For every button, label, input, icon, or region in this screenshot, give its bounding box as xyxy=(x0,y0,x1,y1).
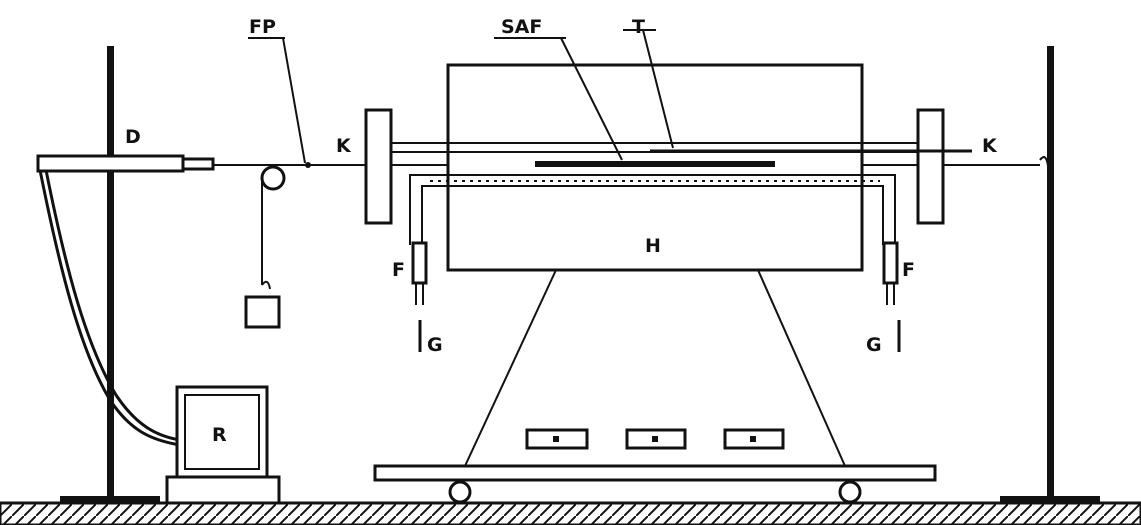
sample xyxy=(494,37,775,167)
label-d: D xyxy=(125,126,141,148)
left-clamp xyxy=(364,108,393,225)
cooling-pipes xyxy=(409,174,896,245)
furnace xyxy=(446,63,864,272)
left-gas-lines xyxy=(415,283,424,352)
label-g-left: G xyxy=(427,334,443,356)
right-flowmeter xyxy=(882,241,899,285)
recorder xyxy=(165,385,281,505)
label-f-right: F xyxy=(902,259,915,281)
left-flowmeter xyxy=(411,241,428,285)
furnace-support xyxy=(464,269,846,467)
label-k-right: K xyxy=(982,135,998,157)
right-gas-lines xyxy=(886,283,901,352)
thermocouple xyxy=(623,29,972,153)
label-g-right: G xyxy=(866,334,882,356)
label-saf: SAF xyxy=(501,16,542,38)
left-stand xyxy=(60,46,160,503)
label-k-left: K xyxy=(336,135,352,157)
fp-leader-line xyxy=(282,37,306,164)
dynamometer xyxy=(36,154,215,447)
label-fp: FP xyxy=(249,16,276,38)
label-r: R xyxy=(212,424,227,446)
fixing-point-marker xyxy=(305,162,311,168)
cart xyxy=(373,428,937,504)
pulley-weight xyxy=(244,165,286,329)
label-h: H xyxy=(645,235,661,257)
right-stand xyxy=(1000,46,1100,503)
right-clamp xyxy=(916,108,945,225)
floor xyxy=(0,501,1141,525)
label-f-left: F xyxy=(392,259,405,281)
label-t: T xyxy=(632,16,645,38)
